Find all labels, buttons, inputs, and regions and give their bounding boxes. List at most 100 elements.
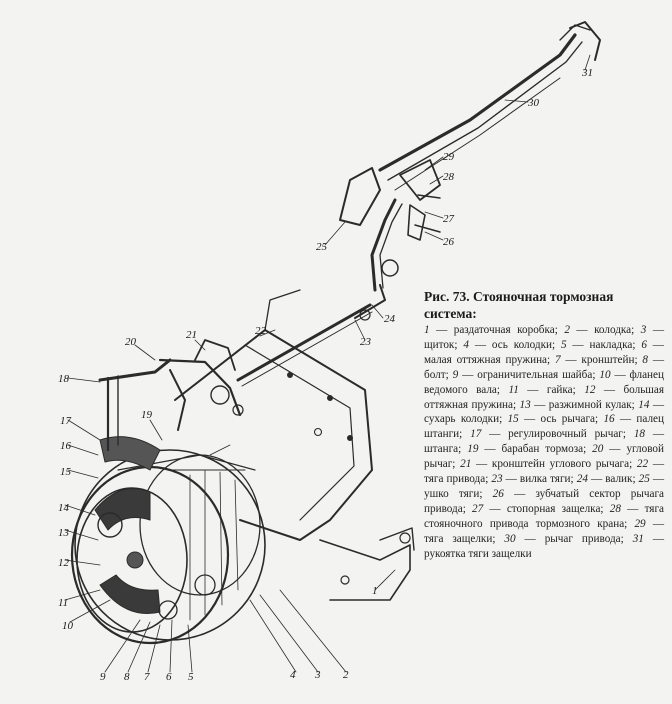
legend-number: 6 [641,338,647,351]
callout-30: 30 [527,97,540,109]
legend-item: 14 — сухарь колодки; [424,398,665,426]
callout-15: 15 [60,466,72,478]
callout-17: 17 [60,415,72,427]
callout-31: 31 [581,67,593,79]
legend-text: палец штанги; [424,413,665,441]
callout-18: 18 [58,373,70,385]
legend-number: 21 [460,458,472,471]
callout-25: 25 [316,241,328,253]
legend-text: ушко тяги; [424,487,483,500]
callout-16: 16 [60,440,72,452]
legend-text: сухарь колодки; [424,413,503,426]
legend-item: 8 — болт; [424,353,664,381]
legend-item: 30 — рычаг привода; [504,532,624,545]
callout-leaders [64,54,591,673]
legend-number: 20 [592,443,604,456]
legend-number: 28 [609,502,621,515]
legend-item: 1 — раздаточная коробка; [424,324,558,336]
legend-number: 1 [424,324,430,336]
legend-text: угловой рычаг; [424,443,665,471]
legend-item: 7 — кронштейн; [554,353,638,366]
legend-item: 13 — разжимной кулак; [519,398,635,411]
callout-20: 20 [125,336,137,348]
legend-text: разжимной кулак; [548,398,635,411]
legend-text: ось рычага; [540,413,599,426]
callout-4: 4 [290,669,296,681]
figure-title: Рис. 73. Стояночная тормозная система: [424,289,614,321]
legend-number: 22 [636,458,649,471]
legend-text: тяга защелки; [424,532,496,545]
legend-item: 19 — барабан тормоза; [467,443,587,456]
legend-number: 3 [640,324,647,336]
legend-text: раздаточная коробка; [453,324,558,336]
legend-item: 29 — тяга защелки; [424,517,665,545]
brake-drum [70,449,266,645]
legend-text: малая оттяжная пружина; [424,353,551,366]
legend-item: 27 — стопорная защелка; [472,502,604,515]
legend-number: 27 [472,502,484,515]
callout-9: 9 [100,671,106,683]
legend-item: 4 — ось колодки; [463,338,556,351]
legend-text: колодка; [594,324,635,336]
legend-item: 20 — угловой рычаг; [424,443,665,471]
legend-number: 25 [638,473,650,486]
callout-2: 2 [343,669,349,681]
legend-text: штанга; [424,443,462,456]
legend-item: 15 — ось рычага; [507,413,599,426]
legend-item: 6 — малая оттяжная пружина; [424,338,664,366]
figure-legend: 1 — раздаточная коробка; 2 — колодка; 3 … [424,323,664,562]
legend-text: большая оттяжная пружина; [424,383,665,411]
legend-number: 11 [508,383,519,396]
legend-number: 17 [470,428,482,441]
legend-number: 2 [564,324,570,336]
callout-1: 1 [372,585,378,597]
actuation-levers [98,339,244,452]
legend-text: тяга привода; [424,473,489,486]
callout-21: 21 [186,329,197,341]
upper-linkage [339,159,441,292]
callout-23: 23 [360,336,372,348]
drive-lever [378,21,601,191]
legend-item: 18 — штанга; [424,428,665,456]
legend-item: 28 — тяга стояночного привода тормозного… [424,502,665,530]
legend-item: 10 — фланец ведомого вала; [424,368,664,396]
legend-item: 17 — регулировочный рычаг; [470,428,626,441]
legend-text: кронштейн углового рычага; [491,458,633,471]
legend-number: 8 [642,353,648,366]
legend-item: 22 — тяга привода; [424,458,664,486]
legend-item: 5 — накладка; [560,338,636,351]
legend-number: 24 [576,473,588,486]
callout-19: 19 [141,409,153,421]
legend-number: 7 [554,353,561,366]
callout-27: 27 [443,213,455,225]
callout-13: 13 [58,527,70,539]
callout-7: 7 [144,671,150,683]
callout-8: 8 [124,671,130,683]
transfer-case-housing [174,289,415,601]
legend-item: 21 — кронштейн углового рычага; [460,458,633,471]
legend-item: 16 — палец штанги; [424,413,665,441]
legend-number: 13 [519,398,531,411]
legend-item: 2 — колодка; [564,324,635,336]
callout-6: 6 [166,671,172,683]
callout-26: 26 [443,236,455,248]
legend-text: ограничительная шайба; [477,368,596,381]
callout-12: 12 [58,557,70,569]
legend-number: 29 [634,517,646,530]
legend-text: гайка; [546,383,576,396]
legend-item: 9 — ограничительная шайба; [452,368,596,381]
callout-22: 22 [255,325,267,337]
legend-text: стопорная защелка; [506,502,604,515]
legend-item: 31 — рукоятка тяги защелки [424,532,665,560]
callout-3: 3 [314,669,321,681]
legend-number: 4 [463,338,469,351]
legend-text: фланец ведомого вала; [424,368,664,396]
legend-number: 23 [491,473,503,486]
legend-item: 12 — большая оттяжная пружина; [424,383,665,411]
legend-text: ось колодки; [491,338,556,351]
brake-shoes [94,436,216,620]
legend-text: кронштейн; [581,353,638,366]
legend-text: регулировочный рычаг; [508,428,626,441]
